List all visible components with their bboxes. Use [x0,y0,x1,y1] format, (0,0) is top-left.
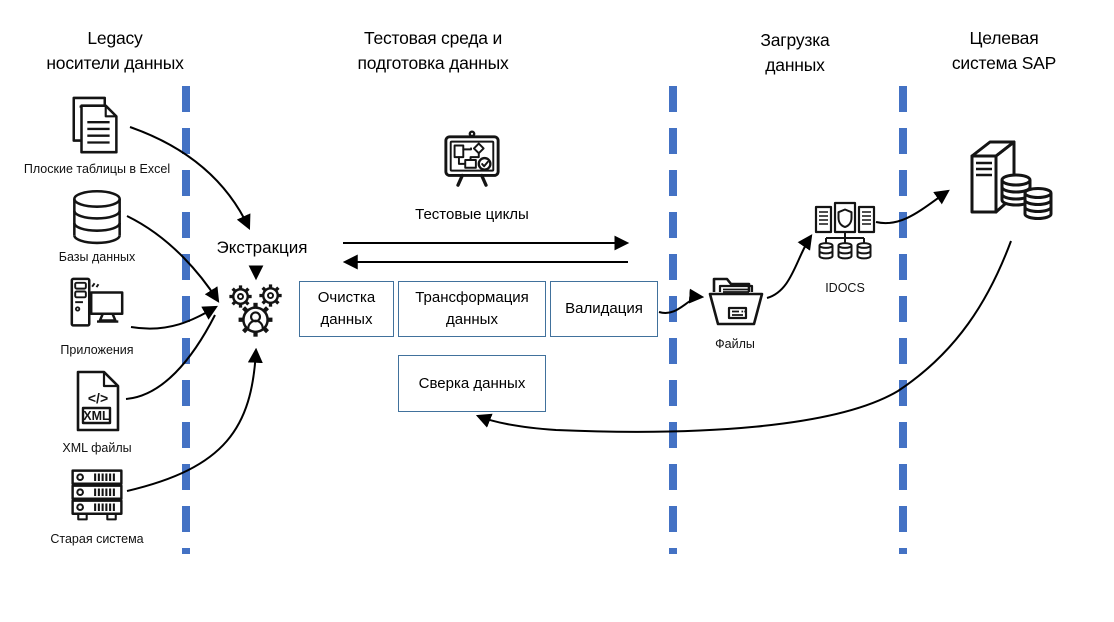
connector-excel-to-extraction [129,126,251,231]
sap-server-icon [962,136,1058,240]
connector-databases-to-extraction [126,215,220,303]
column-title-target-sap: Целевая система SAP [951,28,1057,74]
connector-idocs-to-sap [875,189,950,225]
connector-applications-to-extraction [130,305,218,330]
column-title-test-env: Тестовая среда и подготовка данных [357,28,509,74]
xml-file-icon: </> XML [74,370,122,432]
test-cycles-label: Тестовые циклы [415,206,529,223]
connector-validation-to-files [658,288,705,315]
column-title-load: Загрузка данных [760,30,830,76]
connector-sap-to-reconciliation [475,240,1012,433]
excel-documents-label: Плоские таблицы в Excel [23,162,171,176]
box-data-cleaning: Очистка данных [299,281,394,337]
box-data-transformation: Трансформация данных [398,281,546,337]
files-folder-icon [704,266,768,334]
databases-icon [68,186,126,250]
xml-files-label: XML файлы [62,441,132,455]
box-validation: Валидация [550,281,658,337]
extraction-gears-icon [224,282,288,342]
box-data-reconciliation: Сверка данных [398,355,546,412]
idocs-icon [813,200,877,266]
connector-xml-to-extraction [125,314,216,400]
legacy-server-icon [67,466,127,524]
old-system-label: Старая система [50,532,144,546]
extraction-label: Экстракция [216,238,308,257]
box-validation-label: Валидация [565,300,643,318]
files-label: Файлы [715,337,755,351]
box-data-transformation-label: Трансформация данных [415,289,529,328]
applications-label: Приложения [60,343,134,357]
idocs-label: IDOCS [825,281,865,295]
databases-label: Базы данных [58,250,136,264]
xml-code-glyph: </> [88,390,108,406]
xml-ext-glyph: XML [83,409,110,423]
excel-documents-icon [66,96,128,158]
test-cycles-board-icon [441,130,503,190]
column-title-legacy: Legacy носители данных [46,28,184,74]
applications-icon [66,276,128,338]
connector-files-to-idocs [766,234,813,299]
box-data-cleaning-label: Очистка данных [317,289,376,328]
box-data-reconciliation-label: Сверка данных [418,374,526,392]
connector-oldsystem-to-extraction [126,347,263,492]
